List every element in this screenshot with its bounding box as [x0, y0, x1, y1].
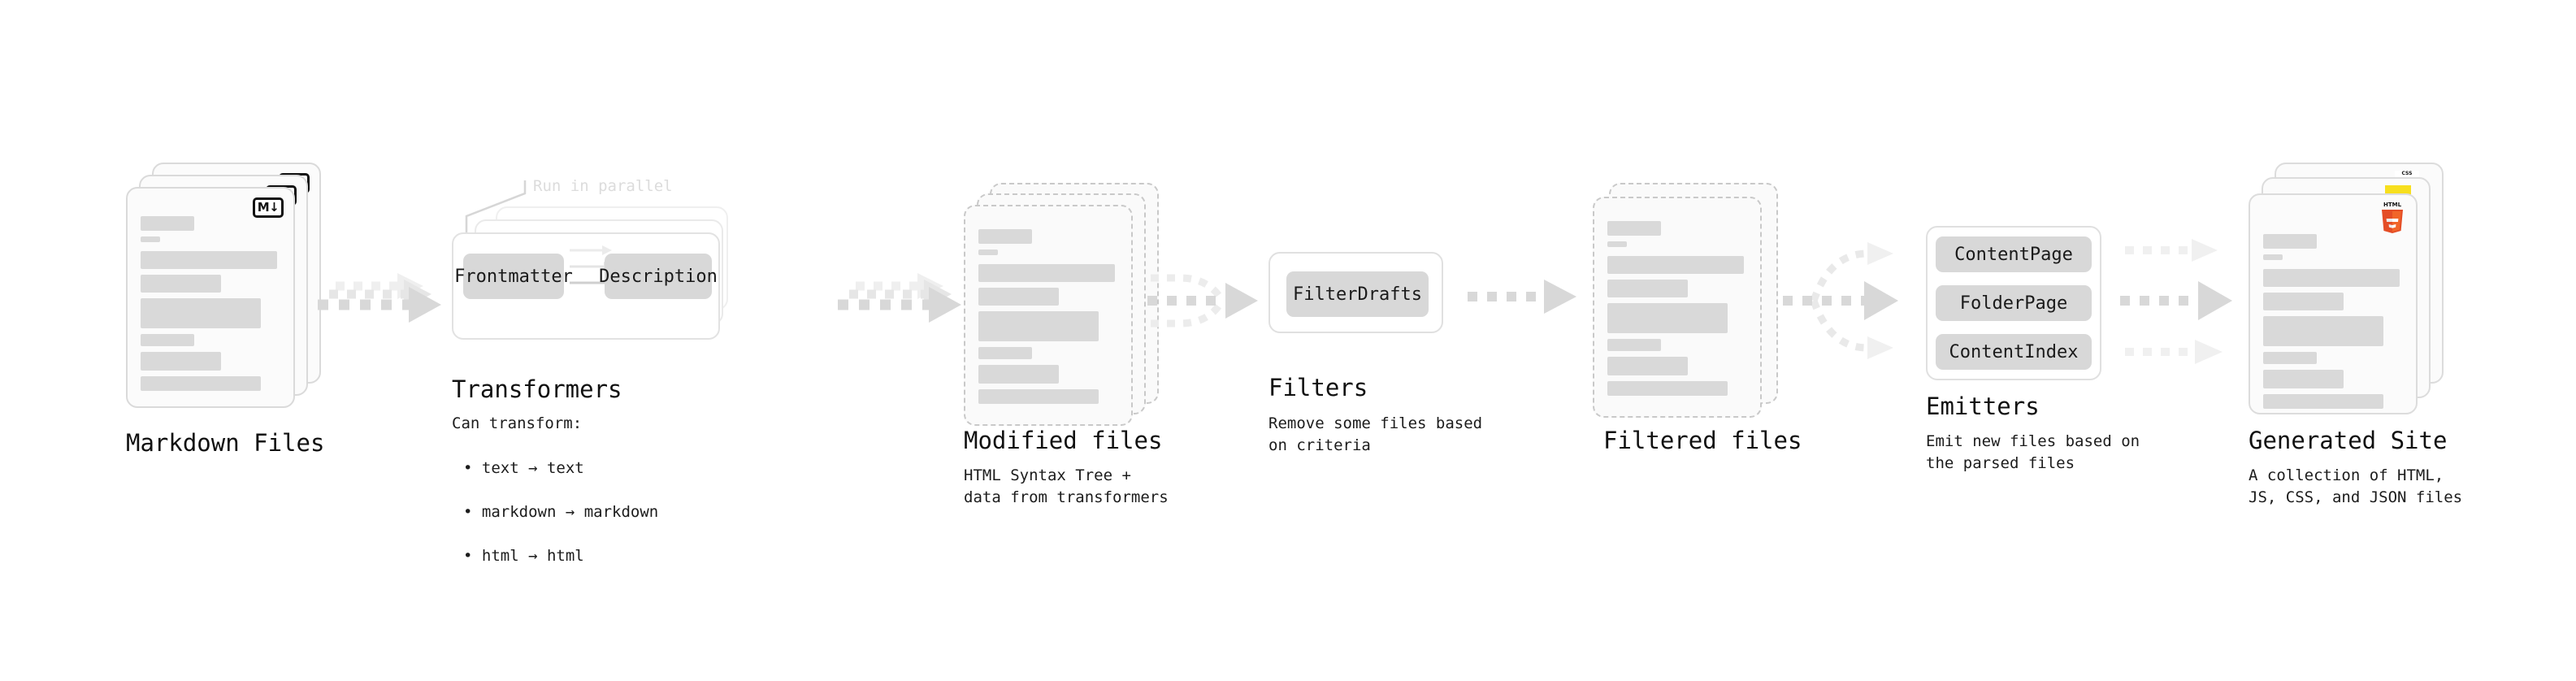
caption-sub-emitters: Emit new files based on the parsed files	[1926, 432, 2140, 472]
skeleton-bar	[141, 352, 221, 371]
transformer-chip-frontmatter[interactable]: Frontmatter	[454, 254, 573, 299]
document-skeleton	[1607, 221, 1747, 401]
arrow-head-top	[1867, 242, 1893, 265]
skeleton-bar	[978, 229, 1032, 244]
connector-transformers-to-modified	[838, 273, 961, 323]
caption-sub-filters: Remove some files based on criteria	[1268, 414, 1483, 454]
skeleton-bar	[978, 365, 1059, 384]
caption-title-filters: Filters	[1268, 374, 1368, 401]
skeleton-bar	[2263, 370, 2344, 388]
skeleton-bar	[2263, 269, 2400, 287]
skeleton-bar	[978, 264, 1115, 282]
skeleton-bar	[978, 311, 1099, 341]
skeleton-bar	[141, 236, 160, 242]
transformer-chip-description[interactable]: Description	[599, 254, 718, 299]
svg-text:HTML: HTML	[2383, 202, 2402, 208]
caption-sub-modified-files: HTML Syntax Tree + data from transformer…	[964, 466, 1169, 506]
modified-card-front	[964, 205, 1133, 426]
transformers-bullet-list: • text → text • markdown → markdown • ht…	[463, 436, 658, 589]
html5-icon: HTML	[2379, 200, 2406, 237]
caption-title-generated-site: Generated Site	[2249, 427, 2448, 454]
skeleton-bar	[1607, 339, 1661, 351]
skeleton-bar	[2263, 293, 2344, 310]
skeleton-bar	[1607, 221, 1661, 236]
transformer-card-front: Frontmatter Description	[452, 232, 720, 340]
document-skeleton	[141, 216, 280, 397]
bullet-item: • html → html	[463, 546, 584, 565]
skeleton-bar	[141, 251, 277, 269]
bullet-item: • text → text	[463, 458, 584, 477]
skeleton-bar	[1607, 241, 1627, 247]
skeleton-bar	[1607, 256, 1744, 274]
connector-md-to-transformers	[318, 273, 441, 323]
caption-title-markdown-files: Markdown Files	[126, 429, 325, 457]
skeleton-bar	[141, 275, 221, 293]
run-in-parallel-bracket	[465, 180, 527, 234]
skeleton-bar	[978, 249, 998, 255]
skeleton-bar	[2263, 394, 2383, 409]
emitter-chip-contentpage[interactable]: ContentPage	[1936, 236, 2092, 272]
skeleton-bar	[978, 389, 1099, 404]
skeleton-bar	[141, 216, 194, 231]
arrow-head-bottom	[1867, 336, 1893, 359]
skeleton-bar	[2263, 316, 2383, 346]
emitter-chip-contentindex[interactable]: ContentIndex	[1936, 334, 2092, 370]
emitter-chip-folderpage[interactable]: FolderPage	[1936, 285, 2092, 321]
bullet-item: • markdown → markdown	[463, 502, 659, 521]
skeleton-bar	[978, 347, 1032, 359]
stage-emitters-box: ContentPage FolderPage ContentIndex	[1926, 226, 2101, 380]
connector-modified-to-filters	[1147, 274, 1258, 327]
site-card-front: HTML	[2249, 193, 2418, 414]
stage-filters-box: FilterDrafts	[1268, 252, 1443, 333]
skeleton-bar	[1607, 381, 1728, 396]
run-in-parallel-label: Run in parallel	[533, 177, 673, 195]
filter-chip-filterdrafts[interactable]: FilterDrafts	[1286, 271, 1429, 317]
skeleton-bar	[1607, 357, 1688, 375]
caption-sub-transformers: Can transform:	[452, 414, 583, 432]
caption-title-emitters: Emitters	[1926, 393, 2040, 420]
caption-sub-generated-site: A collection of HTML, JS, CSS, and JSON …	[2249, 466, 2463, 506]
document-skeleton	[2263, 234, 2403, 414]
skeleton-bar	[1607, 303, 1728, 333]
connector-emitters-to-site	[2120, 239, 2232, 364]
caption-title-modified-files: Modified files	[964, 427, 1163, 454]
filtered-card-front	[1593, 197, 1762, 418]
skeleton-bar	[2263, 234, 2317, 249]
skeleton-bar	[141, 376, 261, 391]
connector-filters-to-filtered	[1468, 280, 1576, 314]
markdown-icon: M↓	[253, 197, 284, 218]
document-skeleton	[978, 229, 1118, 410]
skeleton-bar	[978, 288, 1059, 306]
caption-title-filtered-files: Filtered files	[1603, 427, 1802, 454]
skeleton-bar	[1607, 280, 1688, 297]
caption-title-transformers: Transformers	[452, 375, 622, 403]
markdown-card-front: M↓	[126, 187, 295, 408]
connector-filtered-to-emitters	[1783, 242, 1898, 359]
skeleton-bar	[2263, 352, 2317, 364]
skeleton-bar	[141, 298, 261, 328]
skeleton-bar	[2263, 254, 2283, 260]
skeleton-bar	[141, 334, 194, 346]
